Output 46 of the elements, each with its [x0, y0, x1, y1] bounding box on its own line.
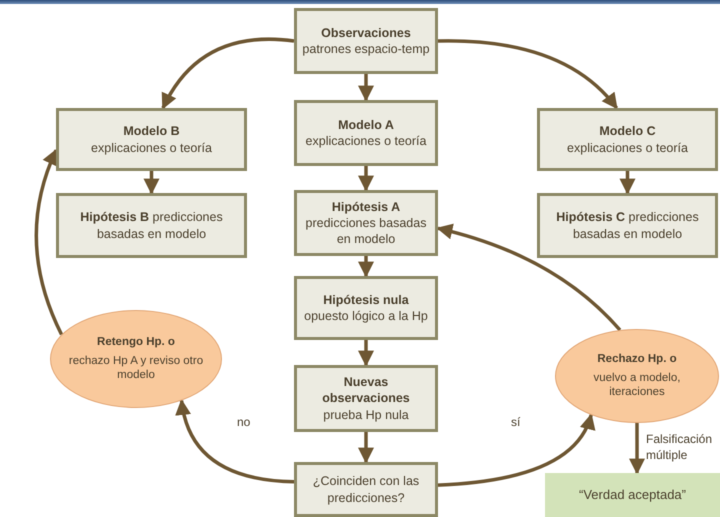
arrow: [620, 171, 636, 195]
arrow: [161, 38, 294, 110]
node-text: “Verdad aceptada”: [579, 486, 686, 504]
arrow: [438, 413, 594, 487]
arrow: [358, 432, 374, 464]
result-box: [545, 473, 720, 517]
node-title: Modelo A: [338, 116, 394, 133]
node-title: Hipótesis A: [332, 198, 400, 215]
arrow: [34, 148, 64, 336]
arrow: [436, 224, 622, 332]
arrow: [144, 171, 160, 195]
node-text: prueba Hp nula: [323, 406, 409, 423]
node-text: ¿Coinciden con las predicciones?: [312, 473, 420, 506]
node-text: opuesto lógico a la Hp: [304, 308, 428, 324]
process-box: [294, 100, 438, 166]
node-text: vuelvo a modelo, iteraciones: [592, 370, 682, 400]
process-box: [56, 108, 247, 171]
node-title: Modelo B: [123, 123, 180, 140]
process-box: [294, 8, 438, 74]
node-text: explicaciones o teoría: [306, 133, 426, 150]
node-text: explicaciones o teoría: [567, 140, 688, 156]
arrow: [438, 39, 618, 110]
process-box: [537, 193, 718, 258]
process-box: [56, 193, 247, 258]
node-text: predicciones basadas en modelo: [304, 214, 428, 248]
node-text: explicaciones o teoría: [91, 140, 212, 156]
node-text: Hipótesis B predicciones basadas en modelo: [79, 209, 224, 242]
node-title: Modelo C: [599, 123, 656, 140]
node-text: Hipótesis C predicciones basadas en modelo: [555, 209, 700, 242]
arrow: [358, 166, 374, 192]
process-box: [294, 462, 438, 517]
arrow: [629, 423, 646, 475]
process-box: [294, 276, 438, 340]
process-box: [294, 365, 438, 432]
node-title: Observaciones: [321, 24, 411, 41]
node-title: Hipótesis nula: [323, 292, 409, 308]
node-text: rechazo Hp A y reviso otro modelo: [68, 354, 204, 384]
arrow: [358, 256, 374, 278]
node-title: Rechazo Hp. o: [597, 352, 677, 367]
process-box: [537, 108, 718, 171]
arrow: [358, 74, 374, 102]
process-box: [294, 190, 438, 256]
arrow: [176, 398, 294, 484]
node-title: Retengo Hp. o: [97, 334, 175, 350]
node-text: patrones espacio-temp: [302, 41, 430, 58]
arrow: [358, 340, 374, 367]
